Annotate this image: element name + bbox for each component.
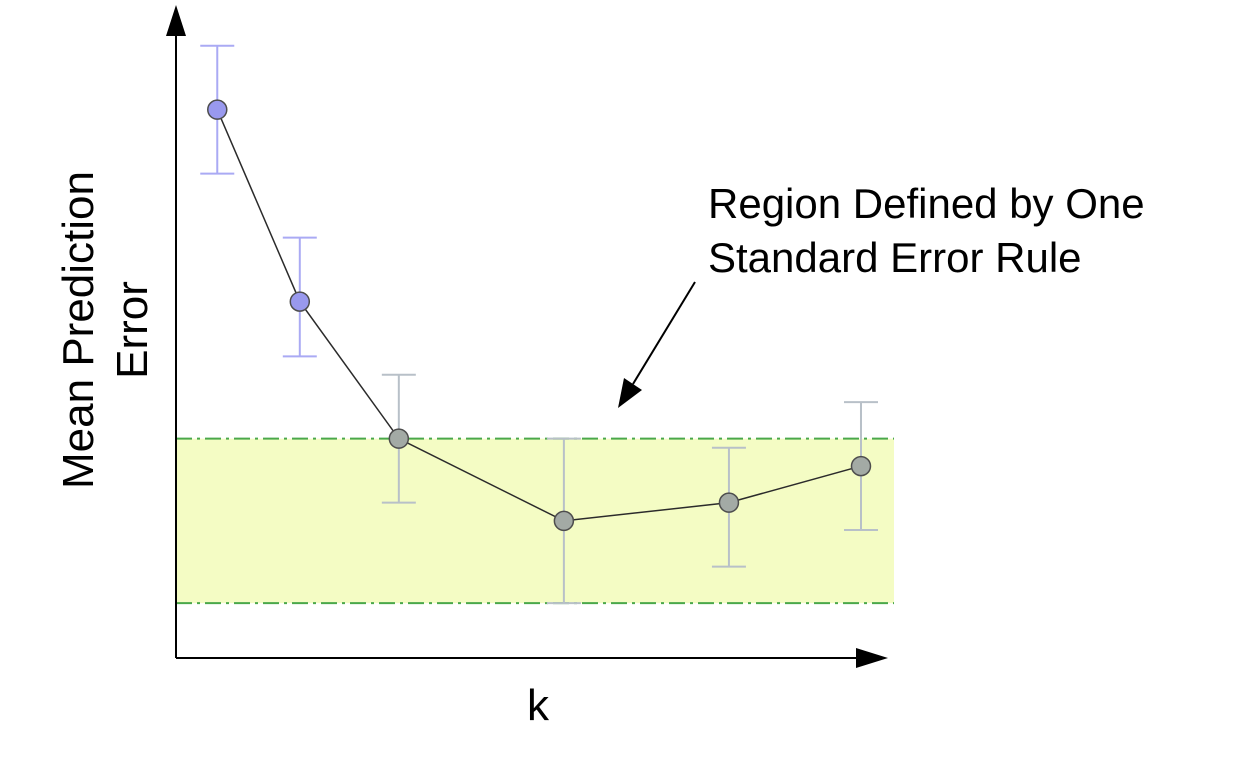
y-axis-arrow — [166, 5, 186, 36]
y-axis-label-line-1: Mean Prediction — [54, 171, 103, 489]
data-point — [553, 510, 575, 532]
annotation-line-1: Region Defined by One — [708, 180, 1145, 227]
annotation-line-2: Standard Error Rule — [708, 234, 1082, 281]
annotation: Region Defined by One Standard Error Rul… — [618, 180, 1145, 408]
data-point — [850, 455, 872, 477]
x-axis-arrow — [856, 648, 888, 668]
data-point — [388, 428, 410, 449]
data-point — [207, 99, 228, 120]
series-line — [216, 109, 862, 522]
axes — [166, 5, 888, 668]
data-point — [289, 291, 311, 312]
annotation-arrow-line — [632, 281, 696, 385]
annotation-arrow-head — [618, 378, 642, 408]
band-fill — [176, 438, 894, 604]
x-axis-label: k — [527, 681, 550, 730]
one-se-band — [176, 437, 894, 605]
y-axis-label: Mean Prediction Error — [54, 171, 157, 489]
data-points — [207, 99, 872, 532]
data-point — [718, 492, 740, 513]
y-axis-label-line-2: Error — [108, 281, 157, 379]
